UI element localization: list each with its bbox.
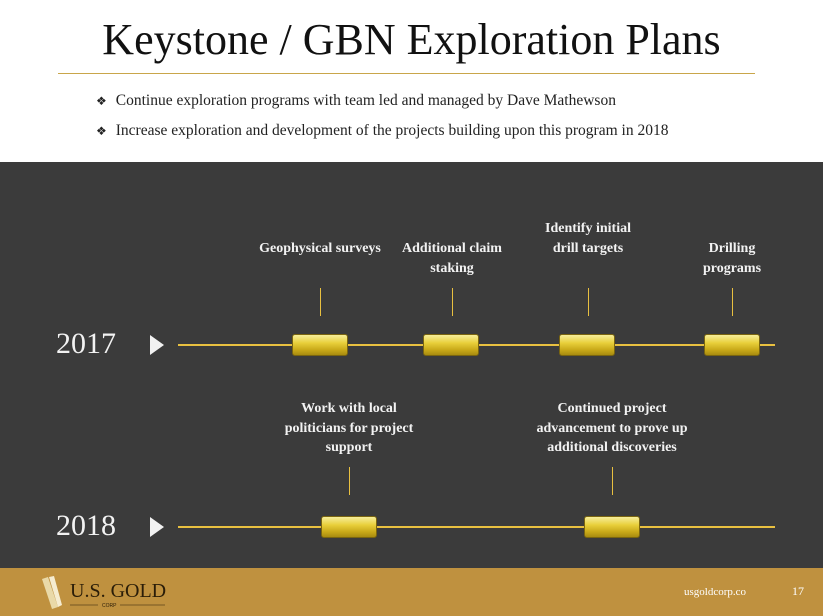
- timeline-line-2018: [178, 526, 775, 528]
- company-logo: U.S. GOLD CORP: [40, 575, 170, 616]
- connector: [732, 288, 733, 316]
- milestone-label: Work with local politicians for project …: [284, 401, 414, 455]
- timeline-panel: [0, 162, 823, 568]
- milestone-label: Additional claim staking: [402, 241, 502, 276]
- milestone-marker: [321, 516, 377, 538]
- connector: [588, 288, 589, 316]
- play-arrow-icon: [150, 517, 164, 537]
- year-2018: 2018: [56, 509, 116, 542]
- play-arrow-icon: [150, 335, 164, 355]
- bullet-1: ❖ Continue exploration programs with team…: [96, 92, 616, 110]
- connector: [320, 288, 321, 316]
- milestone-marker: [704, 334, 760, 356]
- bullet-2: ❖ Increase exploration and development of…: [96, 122, 668, 140]
- title-divider: [58, 73, 755, 74]
- website-link[interactable]: usgoldcorp.co: [684, 586, 747, 598]
- connector: [349, 467, 350, 495]
- milestone-label: Drilling programs: [702, 241, 762, 276]
- footer: [0, 568, 823, 616]
- svg-text:CORP: CORP: [102, 603, 117, 609]
- svg-text:U.S. GOLD: U.S. GOLD: [70, 580, 166, 602]
- milestone-marker: [423, 334, 479, 356]
- milestone-marker: [584, 516, 640, 538]
- page-number: 17: [792, 584, 804, 598]
- year-2017: 2017: [56, 327, 116, 360]
- diamond-bullet-icon: ❖: [96, 124, 107, 138]
- slide-title: Keystone / GBN Exploration Plans: [102, 15, 721, 64]
- connector: [452, 288, 453, 316]
- milestone-marker: [292, 334, 348, 356]
- milestone-label: Continued project advancement to prove u…: [536, 401, 688, 455]
- bullet-text: Increase exploration and development of …: [115, 122, 669, 139]
- milestone-label: Identify initial drill targets: [545, 221, 631, 256]
- connector: [612, 467, 613, 495]
- diamond-bullet-icon: ❖: [96, 94, 107, 108]
- milestone-marker: [559, 334, 615, 356]
- milestone-label: Geophysical surveys: [259, 241, 381, 256]
- gold-bars-icon: U.S. GOLD CORP: [42, 576, 166, 609]
- bullet-text: Continue exploration programs with team …: [115, 92, 616, 109]
